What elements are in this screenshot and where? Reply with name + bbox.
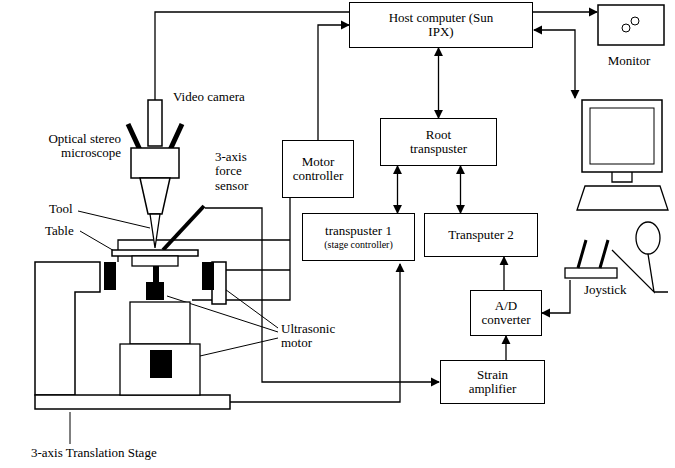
node-text: Root transpuster [399,128,479,157]
node-text: Strain amplifier [458,368,528,397]
ultrasonic-motor [202,262,214,290]
node-text: transpuster 1 [325,224,392,238]
workstation-stand [612,172,632,182]
part-label: Joystick [583,283,628,297]
connector-arrow [503,257,504,290]
stage-base [35,395,230,409]
microscope-body [140,178,170,214]
process-box: Root transpuster [380,118,497,166]
stage-column [132,256,178,266]
process-box: Strain amplifier [440,360,545,404]
leader-line [78,211,150,252]
motor-wire [216,269,290,270]
part-label: Video camera [172,90,246,104]
force-sensor [163,206,204,250]
stage-wire [230,264,400,402]
workstation-monitor [582,100,662,172]
table [112,250,198,256]
stage-column [120,344,200,395]
process-box: Transputer 2 [424,213,538,257]
process-box: Host computer (Sun IPX) [349,2,533,48]
part-label: Table [44,224,75,238]
connector-arrow [505,336,506,360]
node-text: Transputer 2 [448,228,514,242]
process-box: Motor controller [282,140,354,198]
node-text: (stage controller) [324,239,393,250]
ultrasonic-motor [153,266,159,282]
joystick-wire [542,280,570,313]
tool [150,214,160,248]
ultrasonic-motor [150,350,172,378]
host-wire [534,30,575,98]
sensor-wire [205,208,439,382]
part-label: Ultrasonic motor [280,322,354,351]
connector-arrow [397,166,398,213]
node-text: Monitor [608,54,651,68]
ultrasonic-motor [146,282,164,300]
joystick-stick [578,240,608,268]
motor-wire [192,198,290,300]
part-label: Tool [48,202,74,216]
connector-arrow [460,166,461,213]
part-label: 3-axis Translation Stage [30,446,158,460]
monitor-dot [631,17,639,25]
process-box: A/D converter [470,290,542,336]
connector-arrow [438,48,439,118]
process-box: transpuster 1(stage controller) [302,213,415,261]
stage-frame [35,262,100,395]
monitor-icon: Monitor [588,2,670,68]
node-text: A/D converter [474,299,538,328]
monitor-dot [622,24,630,32]
video-camera [148,100,162,146]
node-text: Motor controller [286,155,350,184]
keyboard [577,186,668,210]
connector-arrow [318,25,349,140]
part-label: 3-axis force sensor [214,150,264,193]
node-text: Host computer (Sun IPX) [386,11,496,40]
stage-pillar [212,262,226,304]
microscope-head [131,148,179,178]
stage-column [130,302,190,344]
ultrasonic-motor [104,262,116,290]
operator-head [636,222,660,254]
eyepiece [128,124,182,150]
joystick-base [565,268,617,278]
leader-line [70,412,71,444]
part-label: Optical stereo microscope [8,132,122,161]
monitor-screen [598,5,664,45]
workstation-screen [590,108,654,164]
